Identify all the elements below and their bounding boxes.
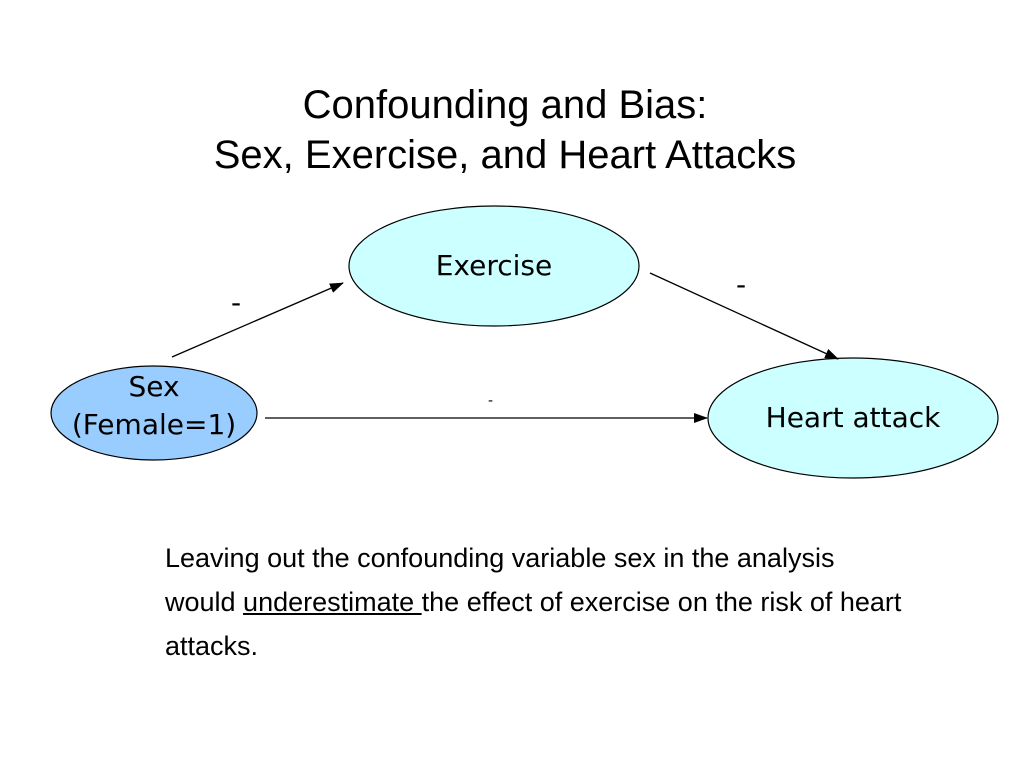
sex-node-label-line-1: Sex bbox=[128, 370, 180, 403]
arrow-exercise-to-heart-attack bbox=[649, 272, 839, 360]
exercise-heart-sign: - bbox=[736, 268, 747, 301]
exercise-node-label: Exercise bbox=[435, 249, 553, 282]
sex-node-label: Sex (Female=1) bbox=[44, 368, 264, 444]
sex-node-shape bbox=[50, 365, 258, 461]
caption-text: Leaving out the confounding variable sex… bbox=[165, 536, 905, 668]
sex-node-label-line-2: (Female=1) bbox=[71, 408, 237, 441]
heart-attack-node-label: Heart attack bbox=[765, 401, 941, 434]
sex-exercise-sign: - bbox=[231, 286, 242, 319]
sex-heart-sign: - bbox=[488, 393, 494, 409]
exercise-node-shape bbox=[348, 205, 640, 327]
arrow-sex-to-exercise bbox=[171, 282, 344, 358]
caption-part-2: the effect of exercise on the risk of he… bbox=[165, 587, 902, 661]
slide-title: Confounding and Bias: Sex, Exercise, and… bbox=[0, 80, 1010, 180]
heart-attack-node-shape bbox=[707, 357, 999, 479]
caption-emphasis: underestimate bbox=[243, 587, 422, 617]
title-line-1: Confounding and Bias: bbox=[302, 83, 708, 127]
title-line-2: Sex, Exercise, and Heart Attacks bbox=[213, 133, 797, 177]
caption-part-1: Leaving out the confounding variable sex… bbox=[165, 543, 835, 617]
